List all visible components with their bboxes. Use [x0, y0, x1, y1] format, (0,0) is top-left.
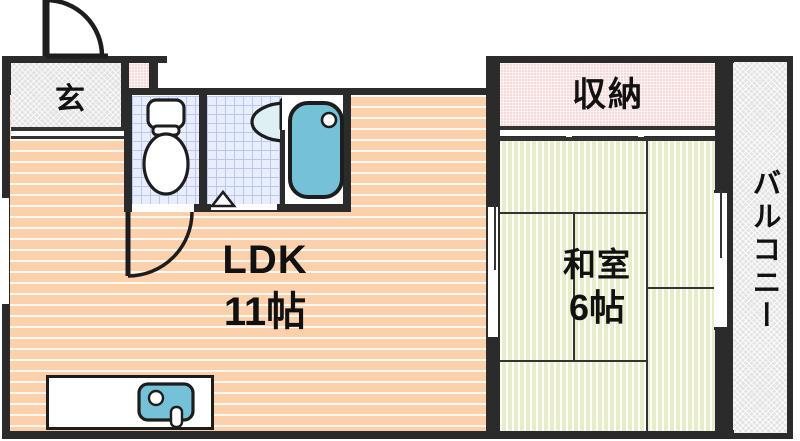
genkan-floor — [11, 63, 130, 127]
genkan-step-gap — [11, 131, 130, 136]
tatami-seam-v2 — [573, 212, 575, 362]
toilet-left-wall — [124, 88, 132, 212]
tatami-seam-v1 — [646, 141, 648, 431]
balcony-sliding-door-leaf[interactable] — [720, 190, 722, 258]
tatami-seam-h3 — [648, 287, 715, 289]
outer-wall-top-entrance — [2, 56, 167, 63]
genkan-step-line — [11, 127, 130, 131]
washroom-floor — [207, 96, 282, 204]
genkan-step-line-2 — [11, 136, 130, 139]
closet-sliding-door-track[interactable] — [500, 126, 715, 130]
balcony-label: バルコニー — [748, 168, 780, 333]
outer-wall-bottom — [2, 430, 734, 439]
bathroom-left-wall — [280, 130, 285, 204]
toilet-right-wall — [199, 88, 207, 212]
washitsu-sliding-door-leaf[interactable] — [494, 204, 496, 270]
shoe-box — [128, 63, 149, 88]
bathroom-right-wall — [343, 88, 351, 212]
washroom-door-opening[interactable] — [211, 204, 277, 210]
ldk-label: LDK — [222, 238, 308, 282]
washitsu-label: 和室 — [563, 246, 631, 283]
closet-door-bottom-line — [500, 137, 715, 141]
washitsu-size-label: 6帖 — [568, 287, 626, 328]
closet-floor — [500, 63, 715, 126]
kitchen-sink-icon — [137, 382, 195, 429]
toilet-door-swing[interactable] — [120, 208, 200, 288]
toilet-door-opening[interactable] — [132, 204, 194, 212]
outer-wall-top-bath — [128, 88, 498, 96]
washroom-door-marker-icon — [209, 189, 237, 208]
washitsu-sliding-door[interactable] — [488, 204, 498, 340]
ldk-window[interactable] — [2, 196, 9, 306]
bathroom-bottom-wall — [282, 204, 351, 212]
outer-wall-top-right — [494, 56, 734, 63]
toilet-icon — [142, 98, 190, 196]
entrance-door[interactable] — [40, 0, 130, 62]
balcony-floor — [733, 62, 787, 433]
ldk-size-label: 11帖 — [223, 290, 307, 334]
genkan-nook-wall — [149, 56, 158, 92]
closet-label: 収納 — [572, 76, 644, 114]
bathtub-icon — [288, 101, 344, 199]
genkan-label: 玄 — [55, 83, 85, 116]
washitsu-floor — [500, 141, 715, 431]
